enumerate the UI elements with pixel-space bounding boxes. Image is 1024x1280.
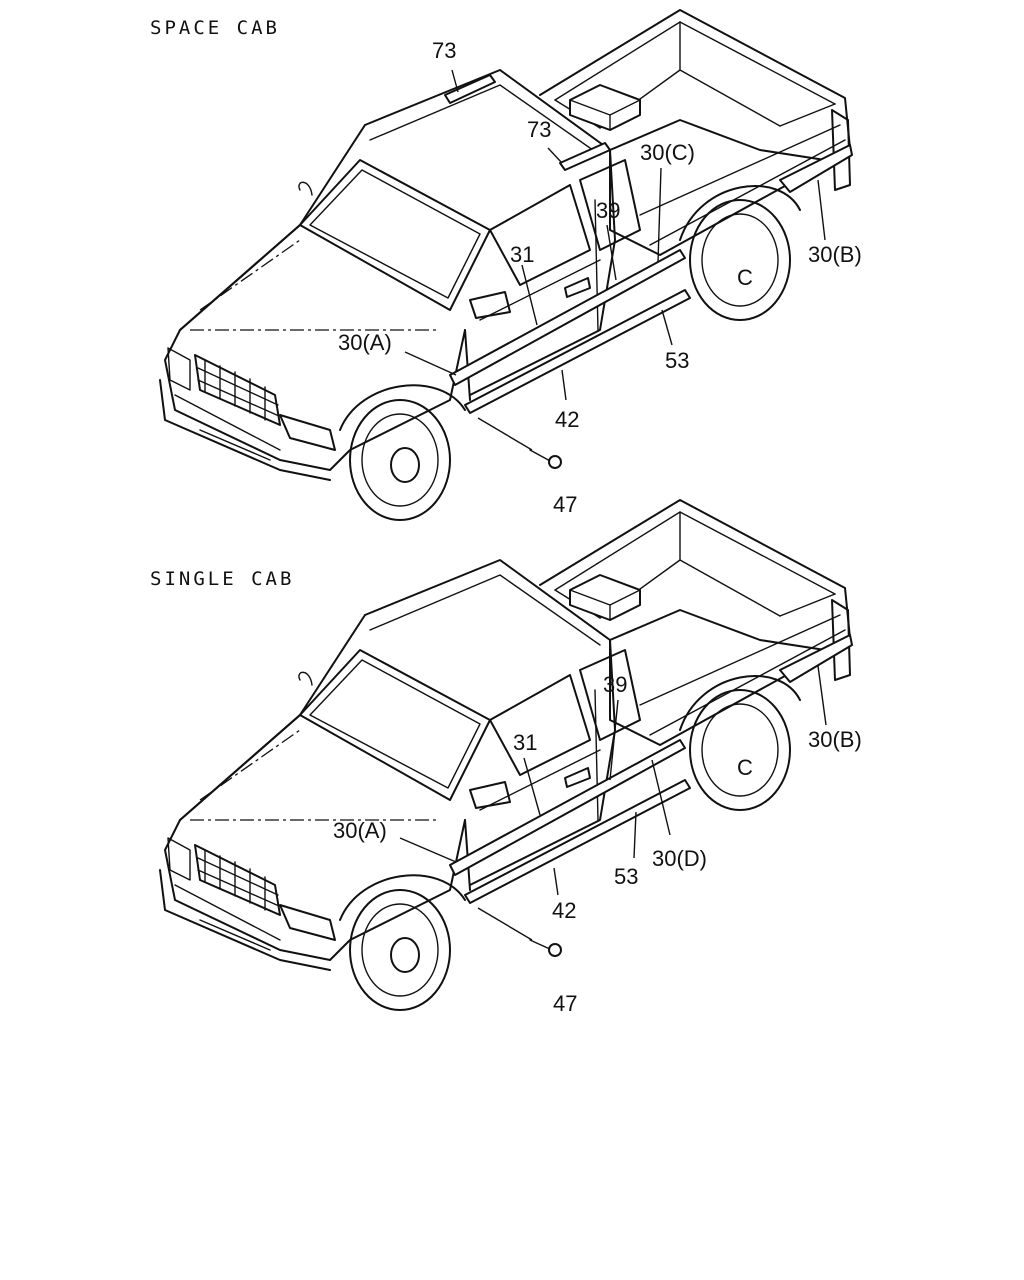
callout-73-rear: 73 xyxy=(527,117,551,142)
callout-30b: 30(B) xyxy=(808,727,862,752)
callout-30c: 30(C) xyxy=(640,140,695,165)
roof-vent-73 xyxy=(444,74,496,104)
callout-53: 53 xyxy=(614,864,638,889)
callout-47: 47 xyxy=(553,492,577,517)
callout-39: 39 xyxy=(596,198,620,223)
callout-42: 42 xyxy=(555,407,579,432)
callout-31: 31 xyxy=(513,730,537,755)
callout-30a: 30(A) xyxy=(338,330,392,355)
rear-vent-73 xyxy=(559,142,611,171)
callout-30d: 30(D) xyxy=(652,846,707,871)
callout-30b: 30(B) xyxy=(808,242,862,267)
callout-73-roof: 73 xyxy=(432,38,456,63)
callout-47: 47 xyxy=(553,991,577,1016)
callout-31: 31 xyxy=(510,242,534,267)
hub-letter: C xyxy=(737,755,753,780)
callout-30a: 30(A) xyxy=(333,818,387,843)
callout-53: 53 xyxy=(665,348,689,373)
section-title-single-cab: SINGLE CAB xyxy=(150,568,295,590)
screw-47-single-cab xyxy=(529,939,562,957)
callout-39: 39 xyxy=(603,672,627,697)
callout-42: 42 xyxy=(552,898,576,923)
hub-letter: C xyxy=(737,265,753,290)
section-title-space-cab: SPACE CAB xyxy=(150,17,280,39)
screw-47-space-cab xyxy=(529,449,562,469)
